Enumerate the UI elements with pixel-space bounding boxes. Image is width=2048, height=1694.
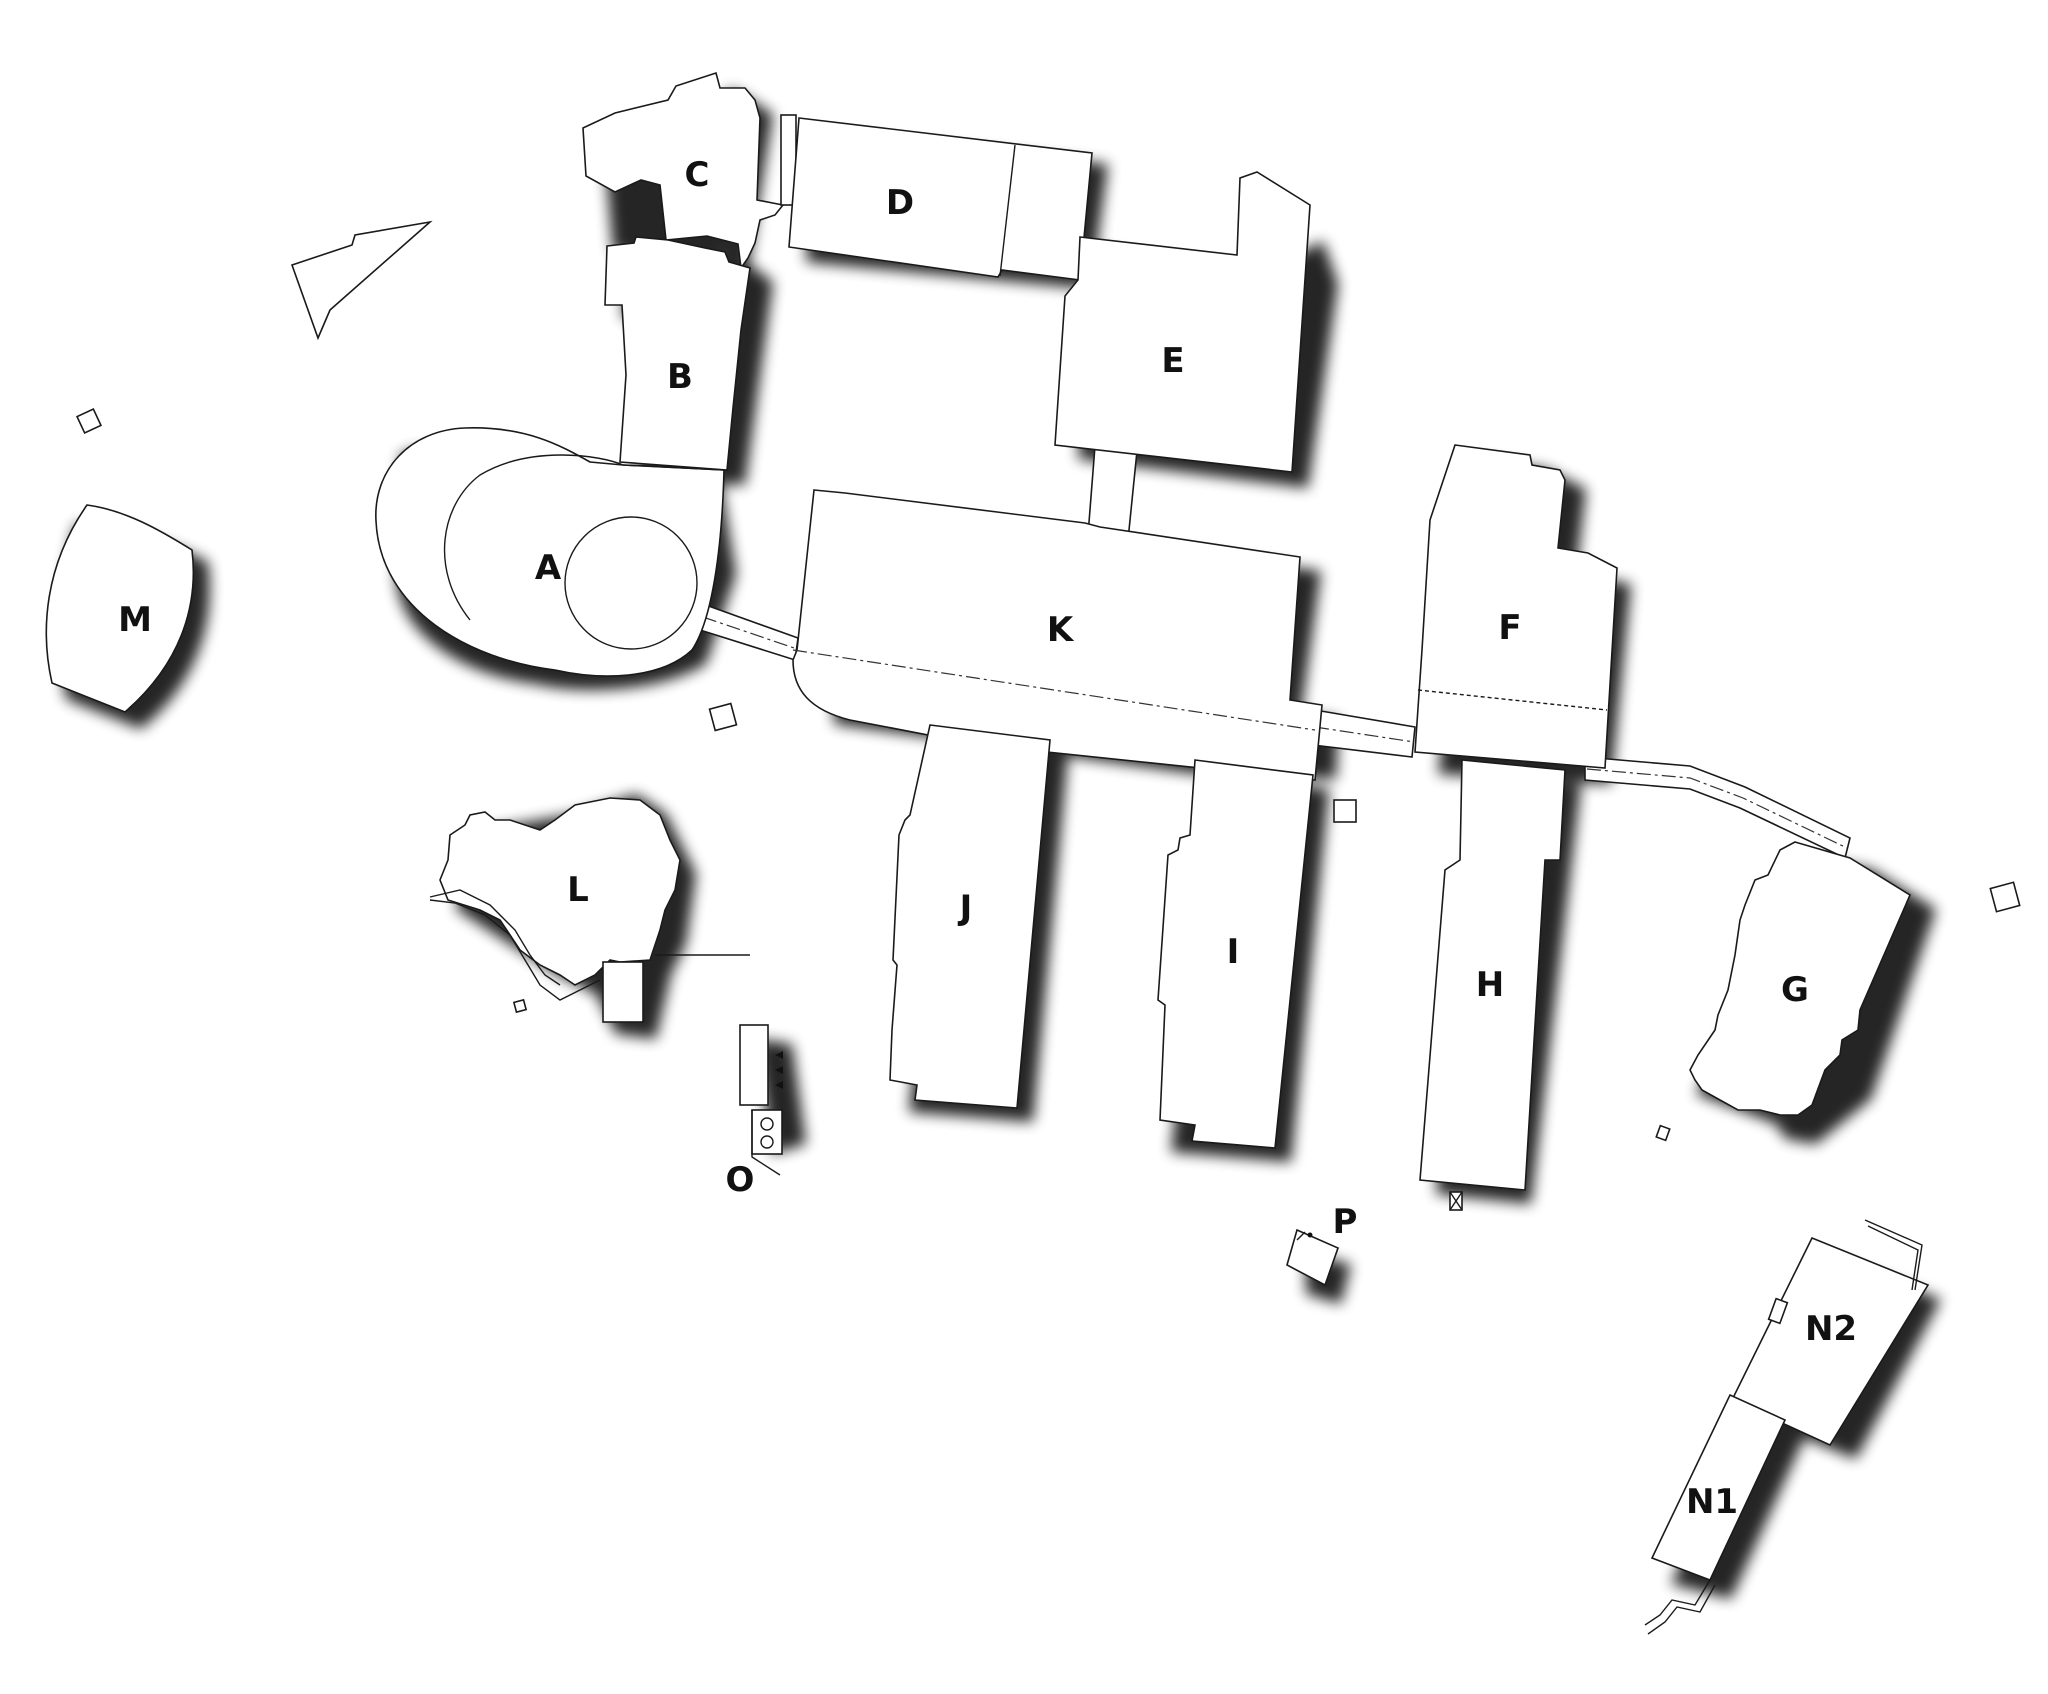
building-l bbox=[439, 797, 681, 986]
building-e bbox=[1054, 171, 1311, 473]
corridor-a-k bbox=[699, 602, 799, 662]
label-c: C bbox=[685, 155, 710, 195]
building-a bbox=[375, 427, 725, 677]
label-a: A bbox=[535, 548, 562, 588]
label-e: E bbox=[1161, 341, 1184, 381]
label-j: J bbox=[958, 888, 973, 928]
small-structure-4 bbox=[1989, 881, 2021, 913]
building-m bbox=[45, 504, 195, 713]
building-f bbox=[1414, 444, 1618, 769]
building-d bbox=[788, 117, 1093, 281]
small-structure-2 bbox=[708, 702, 738, 732]
small-structure-1 bbox=[75, 407, 103, 435]
small-structure-3 bbox=[1333, 799, 1357, 823]
building-j bbox=[889, 724, 1051, 1109]
small-structure-5 bbox=[1655, 1124, 1671, 1142]
buildings bbox=[45, 71, 2021, 1635]
label-p: P bbox=[1333, 1202, 1358, 1242]
building-b bbox=[604, 236, 751, 471]
label-m: M bbox=[118, 600, 152, 640]
building-o bbox=[739, 1024, 783, 1176]
label-o: O bbox=[726, 1160, 755, 1200]
label-i: I bbox=[1227, 932, 1240, 972]
label-h: H bbox=[1476, 965, 1504, 1005]
label-d: D bbox=[886, 183, 914, 223]
building-n2 bbox=[1730, 1236, 1930, 1447]
label-l: L bbox=[567, 870, 589, 910]
building-i bbox=[1157, 759, 1314, 1149]
label-f: F bbox=[1498, 608, 1521, 648]
label-b: B bbox=[667, 357, 693, 397]
label-n1: N1 bbox=[1686, 1482, 1738, 1522]
building-labels: A B C D E F G H I J K L M N1 N2 O P bbox=[118, 155, 1857, 1522]
label-n2: N2 bbox=[1805, 1309, 1857, 1349]
label-g: G bbox=[1781, 970, 1809, 1010]
triangular-structure bbox=[290, 220, 433, 341]
label-k: K bbox=[1047, 610, 1075, 650]
building-l-annex bbox=[602, 961, 644, 1023]
building-a-rotunda bbox=[564, 516, 698, 650]
building-g bbox=[1689, 841, 1912, 1116]
building-p bbox=[1286, 1228, 1340, 1287]
corridors bbox=[699, 445, 1851, 860]
building-h bbox=[1419, 759, 1566, 1191]
building-c bbox=[582, 71, 785, 271]
building-k bbox=[792, 489, 1323, 781]
